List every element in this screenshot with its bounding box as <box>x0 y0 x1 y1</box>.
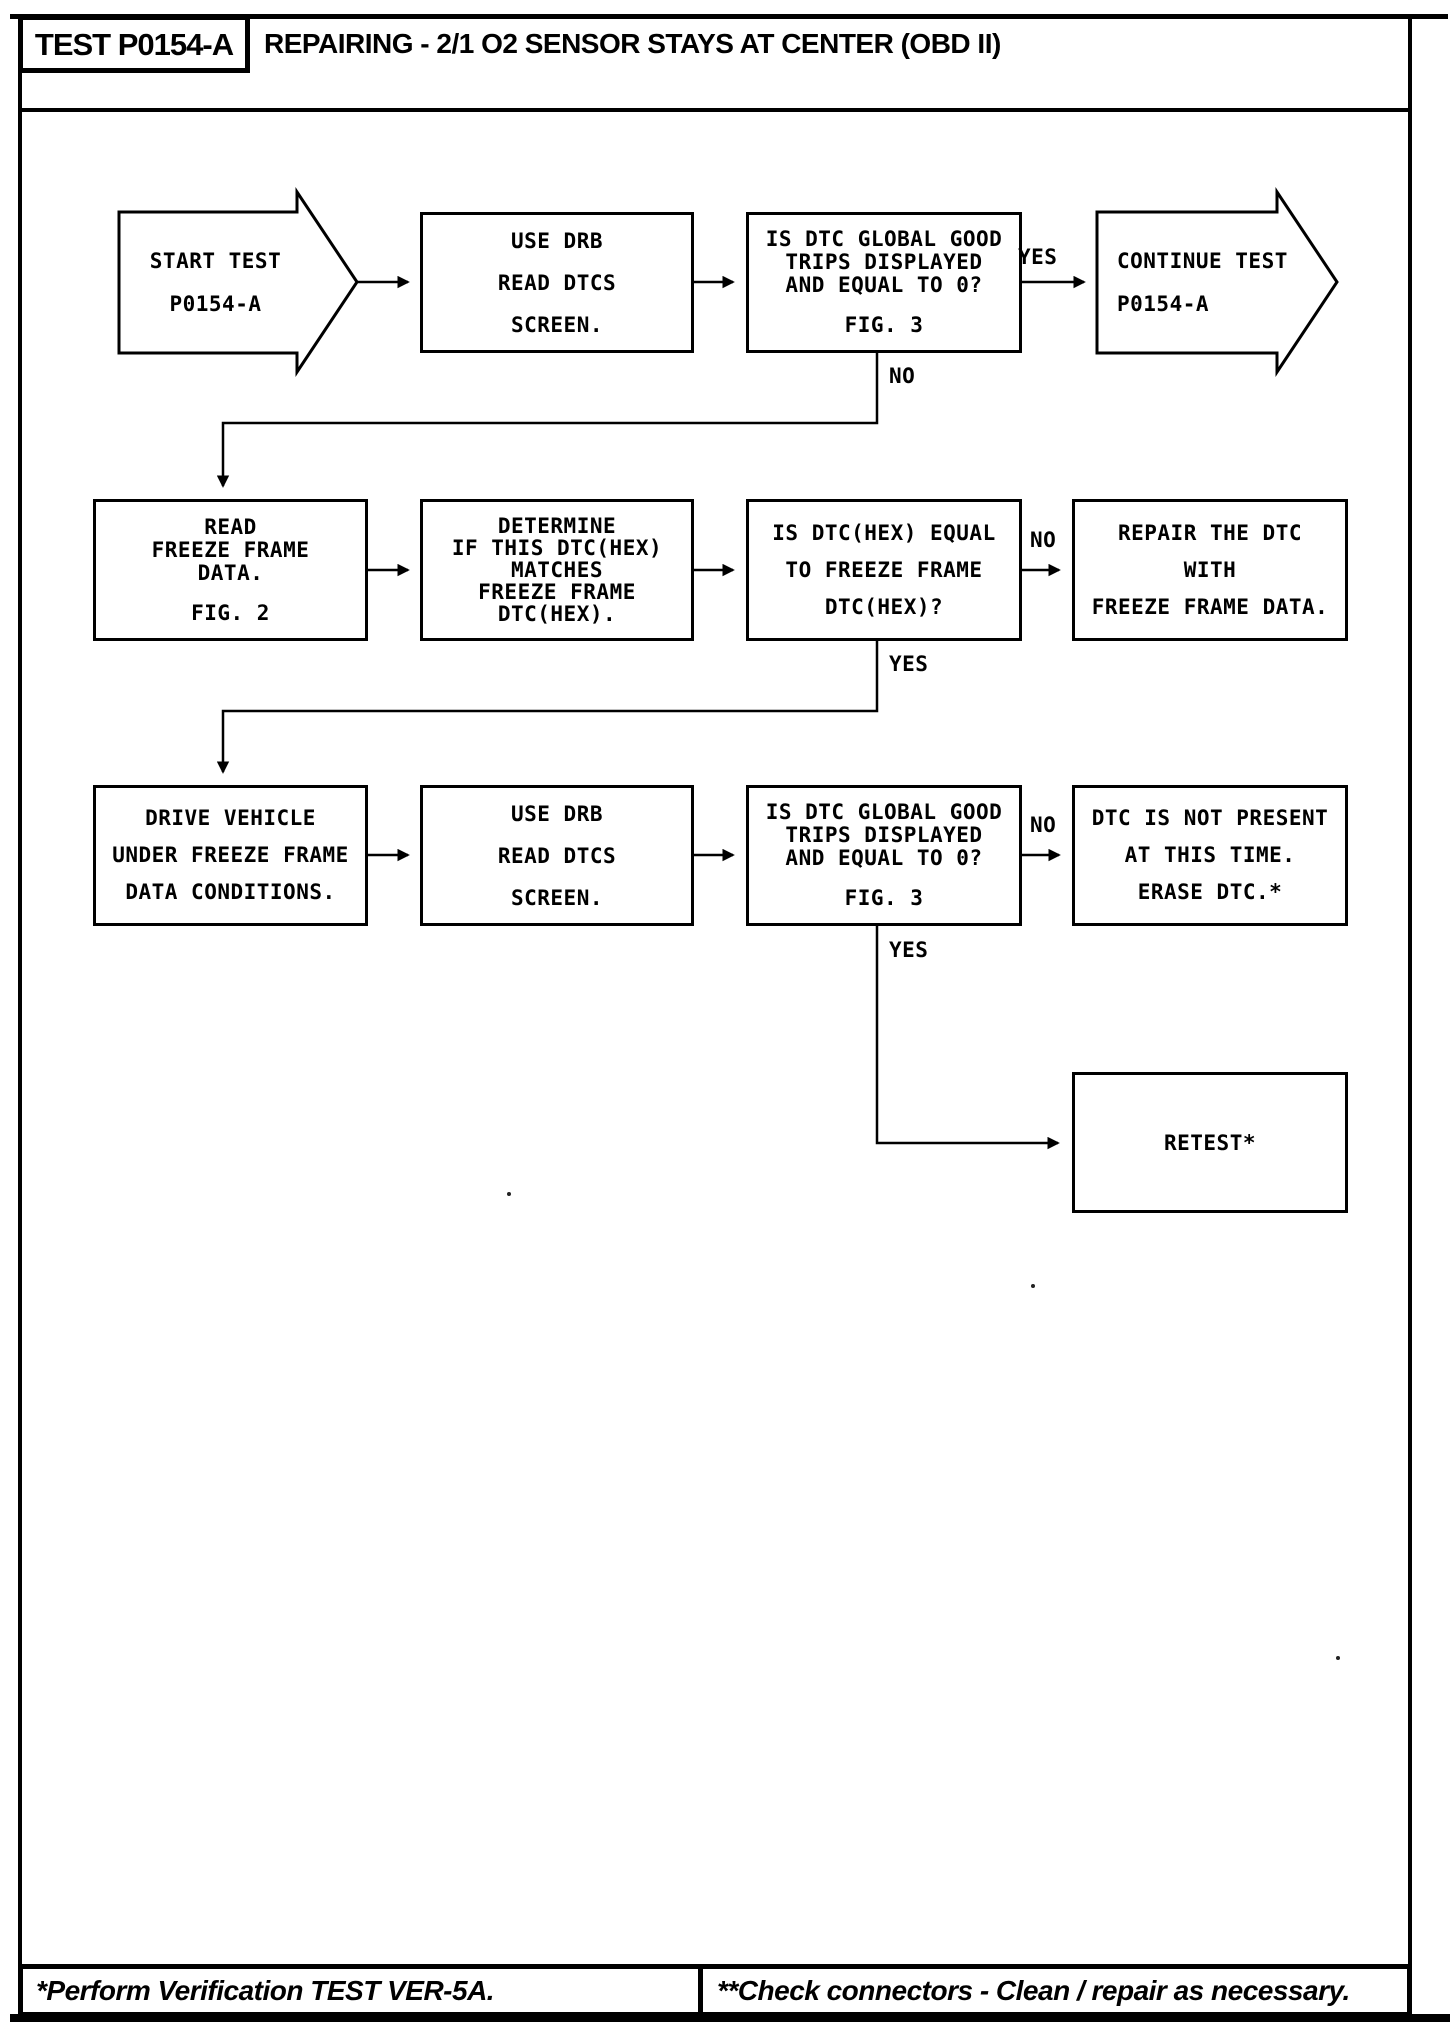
edge-question3-yes-to-retest <box>875 926 1060 1150</box>
edge-question2-yes-elbow <box>216 641 879 774</box>
footer-note-2: **Check connectors - Clean / repair as n… <box>698 1969 1407 2012</box>
flow-node-dtc-not-present: DTC IS NOT PRESENT AT THIS TIME. ERASE D… <box>1072 785 1348 926</box>
node-line: READ <box>204 514 257 539</box>
node-line: AND EQUAL TO 0? <box>785 273 983 297</box>
footer-notes-bar: *Perform Verification TEST VER-5A. **Che… <box>18 1964 1412 2017</box>
scan-speck <box>1031 1284 1035 1288</box>
node-line: MATCHES <box>510 558 603 582</box>
node-line: DETERMINE <box>497 514 617 538</box>
flow-node-drive-vehicle: DRIVE VEHICLE UNDER FREEZE FRAME DATA CO… <box>93 785 368 926</box>
flow-node-good-trips-question-2: IS DTC GLOBAL GOOD TRIPS DISPLAYED AND E… <box>746 785 1022 926</box>
node-line: IS DTC GLOBAL GOOD <box>765 227 1003 251</box>
node-line: AT THIS TIME. <box>1124 843 1296 867</box>
node-line: READ DTCS <box>497 843 617 868</box>
node-line: SCREEN. <box>510 885 603 910</box>
scan-speck <box>1336 1656 1340 1660</box>
node-line: REPAIR THE DTC <box>1117 520 1302 545</box>
continue-pointer-shape <box>1095 187 1339 377</box>
flow-node-continue-test: CONTINUE TEST P0154-A <box>1117 212 1297 353</box>
edge-label-yes-3: YES <box>889 938 929 962</box>
page-title: REPAIRING - 2/1 O2 SENSOR STAYS AT CENTE… <box>264 28 1001 59</box>
edge-label-yes-1: YES <box>1018 245 1058 269</box>
node-line: P0154-A <box>1117 291 1210 316</box>
node-line: CONTINUE TEST <box>1117 248 1288 273</box>
test-id-label: TEST P0154-A <box>34 26 234 62</box>
node-line: FREEZE FRAME <box>151 537 310 562</box>
flow-node-retest: RETEST* <box>1072 1072 1348 1213</box>
node-line: DATA CONDITIONS. <box>125 880 336 904</box>
node-line: DTC(HEX). <box>497 602 617 626</box>
node-line: IS DTC GLOBAL GOOD <box>765 800 1003 824</box>
node-line: USE DRB <box>510 228 603 253</box>
edge-label-no-2: NO <box>1030 528 1057 552</box>
bottom-rule <box>10 2014 1450 2022</box>
node-line: P0154-A <box>169 291 262 316</box>
node-line: SCREEN. <box>510 312 603 337</box>
node-line: FIG. 2 <box>191 600 270 625</box>
node-line: DTC IS NOT PRESENT <box>1091 806 1329 830</box>
node-line: FREEZE FRAME <box>478 580 636 604</box>
header-divider-rule <box>18 108 1412 112</box>
node-line: DTC(HEX)? <box>824 594 944 619</box>
node-line: ERASE DTC.* <box>1137 880 1283 904</box>
scan-speck <box>507 1192 511 1196</box>
node-line: START TEST <box>149 248 282 273</box>
node-line: USE DRB <box>510 801 603 826</box>
edge-label-yes-2: YES <box>889 652 929 676</box>
flow-node-read-freeze-frame: READ FREEZE FRAME DATA. FIG. 2 <box>93 499 368 641</box>
node-line: IF THIS DTC(HEX) <box>451 536 663 560</box>
flow-node-good-trips-question-1: IS DTC GLOBAL GOOD TRIPS DISPLAYED AND E… <box>746 212 1022 353</box>
edge-label-no-1: NO <box>889 364 916 388</box>
node-line: READ DTCS <box>497 270 617 295</box>
node-line: WITH <box>1183 557 1237 582</box>
node-line: TRIPS DISPLAYED <box>785 250 983 274</box>
flow-node-determine-dtc-hex: DETERMINE IF THIS DTC(HEX) MATCHES FREEZ… <box>420 499 694 641</box>
node-line: TRIPS DISPLAYED <box>785 823 983 847</box>
flow-node-use-drb-1: USE DRB READ DTCS SCREEN. <box>420 212 694 353</box>
node-line: UNDER FREEZE FRAME <box>112 843 349 867</box>
node-line: DATA. <box>197 560 264 585</box>
node-line: TO FREEZE FRAME <box>785 557 983 582</box>
start-pointer-shape <box>117 187 359 377</box>
node-line: IS DTC(HEX) EQUAL <box>772 520 996 545</box>
node-line: FREEZE FRAME DATA. <box>1091 594 1329 619</box>
node-line: AND EQUAL TO 0? <box>785 846 983 870</box>
edge-label-no-3: NO <box>1030 813 1057 837</box>
footer-note-1: *Perform Verification TEST VER-5A. <box>36 1974 495 2006</box>
node-line: DRIVE VEHICLE <box>145 806 316 830</box>
flow-node-dtc-hex-equal-question: IS DTC(HEX) EQUAL TO FREEZE FRAME DTC(HE… <box>746 499 1022 641</box>
node-line: FIG. 3 <box>844 313 924 337</box>
node-line: RETEST* <box>1163 1130 1256 1155</box>
test-id-box: TEST P0154-A <box>18 15 250 73</box>
flow-node-start: START TEST P0154-A <box>119 212 298 353</box>
flow-node-use-drb-2: USE DRB READ DTCS SCREEN. <box>420 785 694 926</box>
node-line: FIG. 3 <box>844 886 924 910</box>
edge-question1-no-elbow <box>216 353 879 488</box>
flow-node-repair-dtc: REPAIR THE DTC WITH FREEZE FRAME DATA. <box>1072 499 1348 641</box>
